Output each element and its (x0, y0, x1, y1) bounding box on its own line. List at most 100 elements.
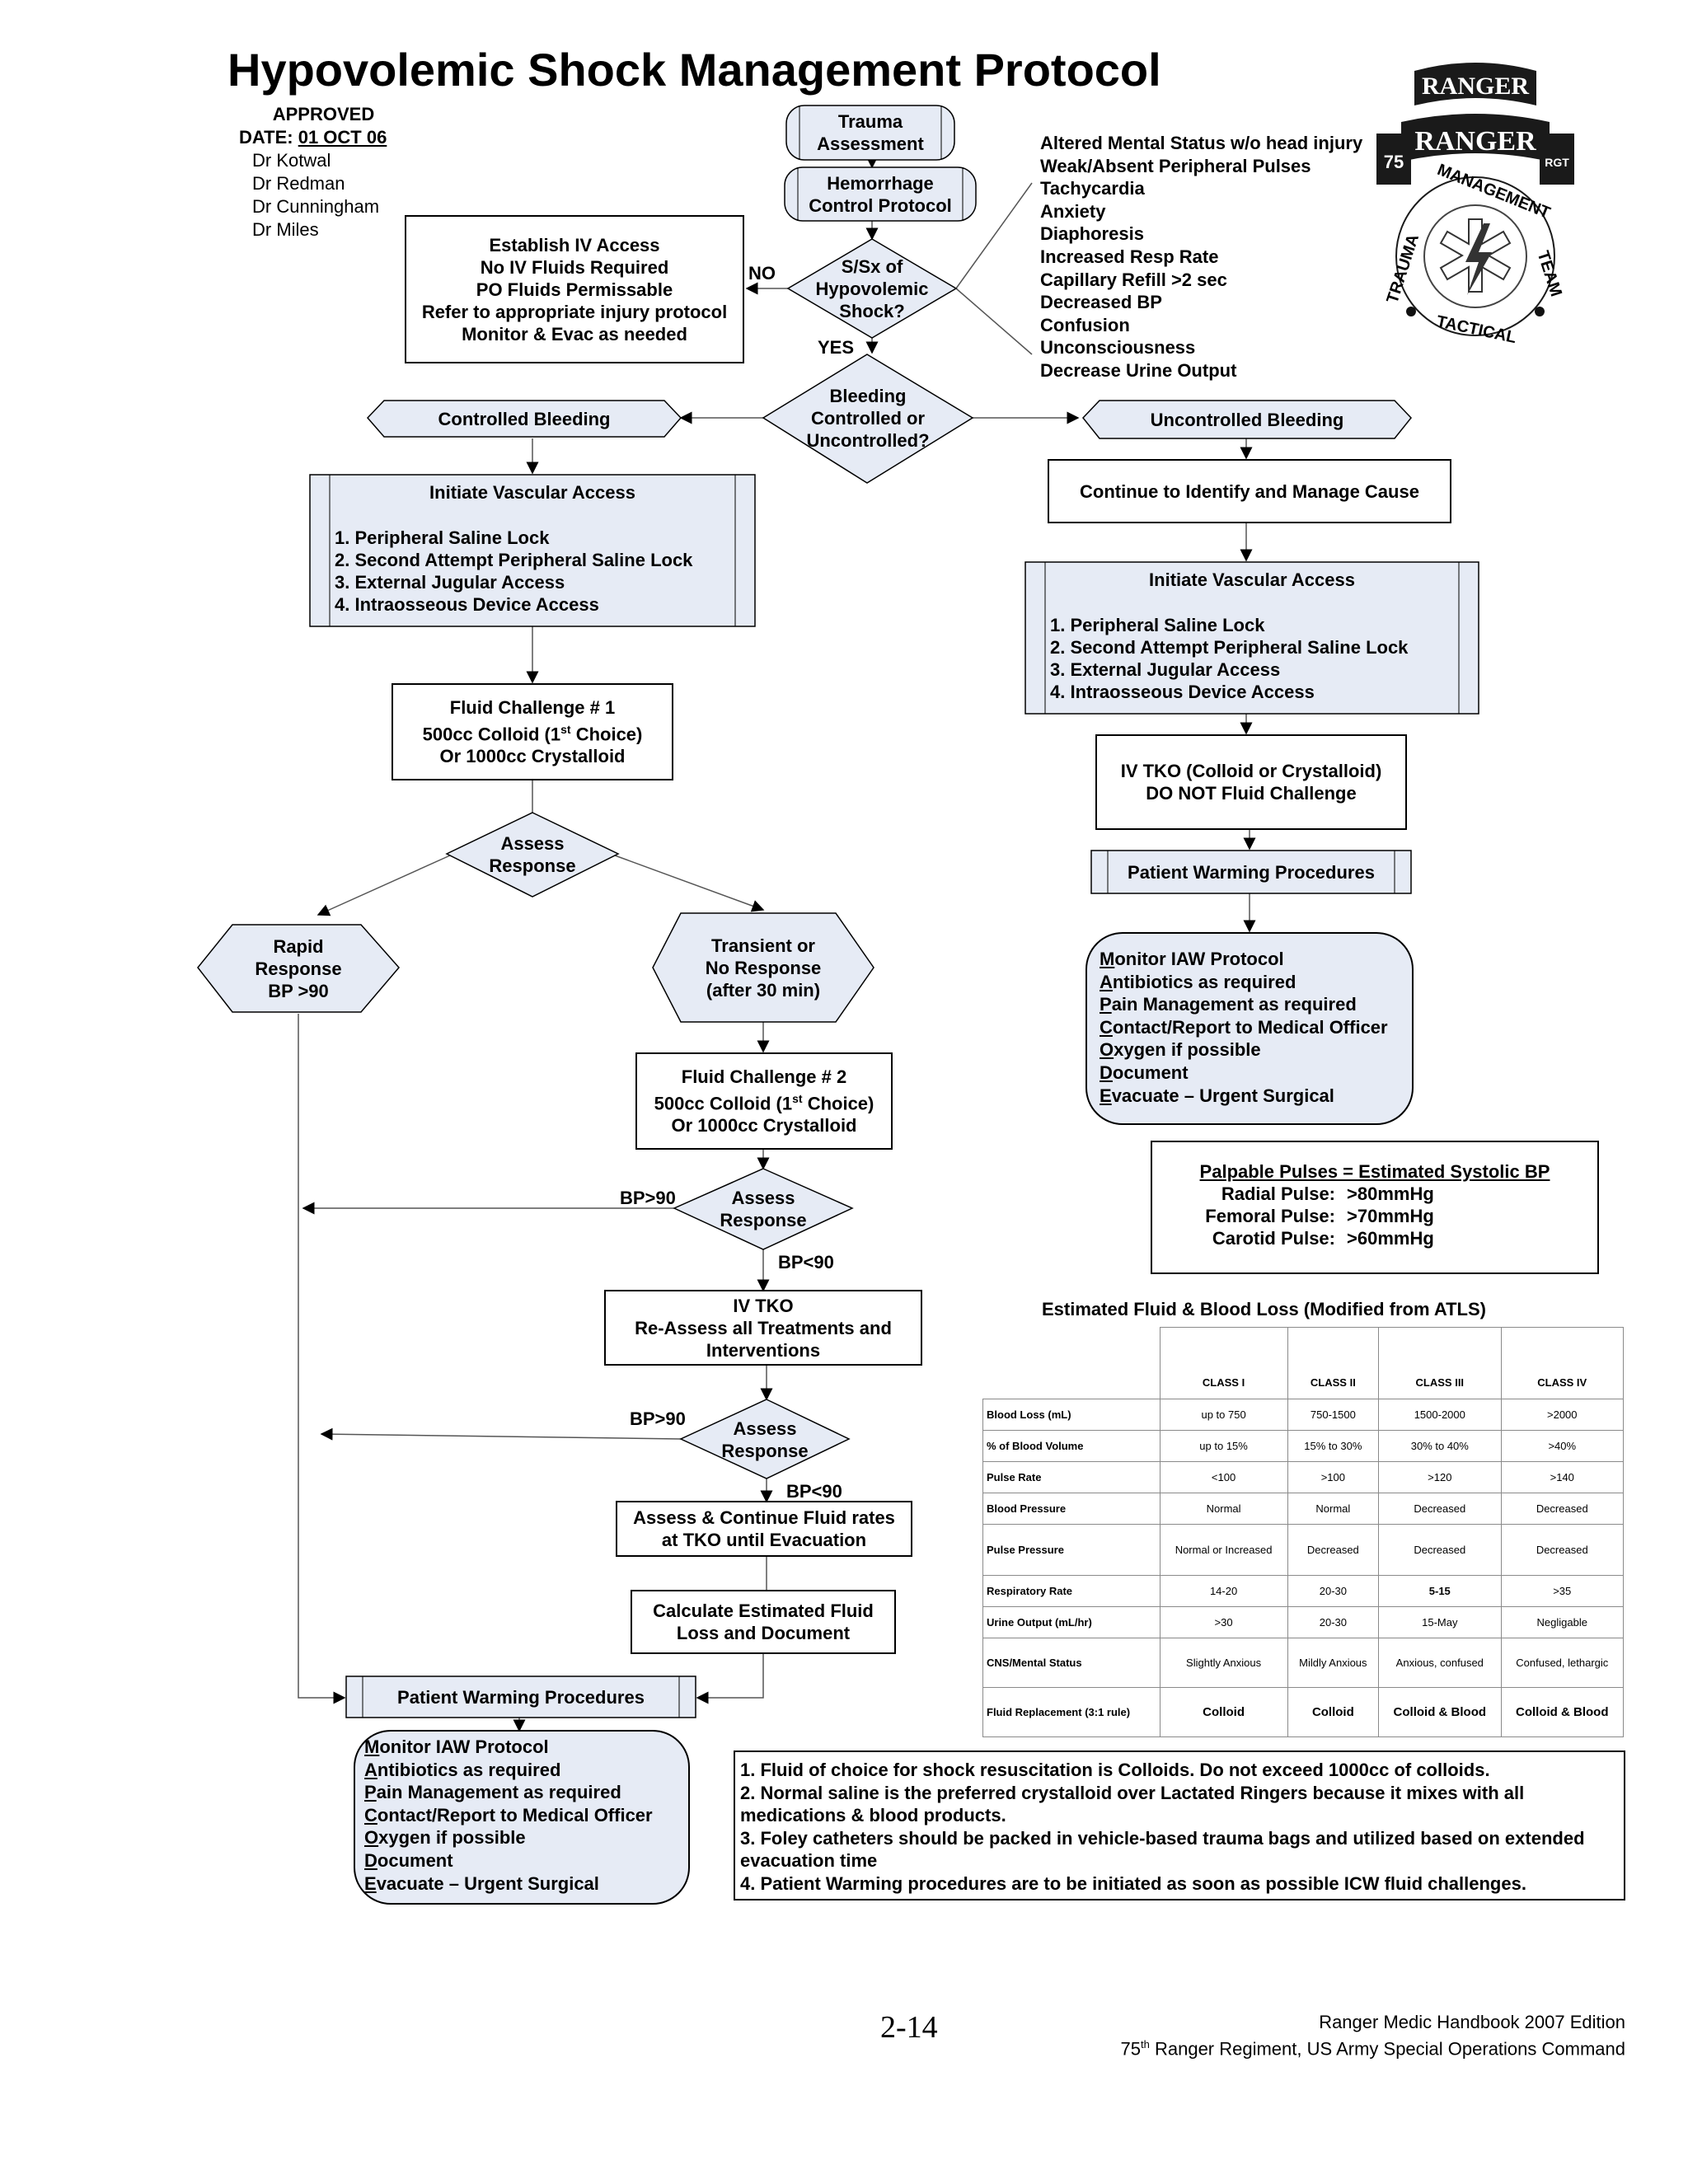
pulse-row: Femoral Pulse:>70mmHg (1152, 1205, 1597, 1227)
table-cell: Confused, lethargic (1500, 1638, 1625, 1688)
table-cell: 20-30 (1287, 1606, 1380, 1638)
table-cell: Respiratory Rate (982, 1575, 1160, 1607)
symptom-list: Altered Mental Status w/o head injury We… (1040, 132, 1362, 382)
logo-left-badge-text: 75 (1384, 152, 1404, 172)
logo-right-dot (1535, 307, 1545, 316)
fluid-challenge-2-box (635, 1052, 893, 1150)
vascular-access-box-left (309, 474, 756, 627)
step-item: 2. Second Attempt Peripheral Saline Lock (1050, 637, 1409, 658)
table-cell: 30% to 40% (1378, 1430, 1502, 1462)
uncontrolled-bleeding-node (1082, 400, 1412, 439)
node-text-line: Fluid Challenge # 1 (449, 696, 616, 718)
continue-identify-label: Continue to Identify and Manage Cause (1080, 480, 1419, 502)
no-branch-text: Establish IV Access No IV Fluids Require… (406, 216, 743, 363)
pulses-heading: Palpable Pulses = Estimated Systolic BP (1199, 1161, 1550, 1182)
table-cell: Decreased (1500, 1524, 1625, 1576)
symptom-item: Decrease Urine Output (1040, 359, 1237, 381)
mnemonic-letter: O (1100, 1039, 1114, 1061)
table-row: % of Blood Volume up to 15% 15% to 30% 3… (982, 1430, 1625, 1462)
rapid-response-label: Rapid Response BP >90 (198, 925, 399, 1012)
table-cell: Pulse Rate (982, 1461, 1160, 1493)
palpable-pulses-box: Palpable Pulses = Estimated Systolic BP … (1151, 1141, 1599, 1274)
table-row: Pulse Rate <100 >100 >120 >140 (982, 1461, 1625, 1493)
yes-label: YES (818, 337, 855, 358)
table-row: Urine Output (mL/hr) >30 20-30 15-May Ne… (982, 1606, 1625, 1638)
mnemonic-text: ntibiotics as required (377, 1759, 561, 1780)
note-item: 3. Foley catheters should be packed in v… (740, 1827, 1585, 1872)
logo-left-badge (1376, 134, 1411, 185)
page-number: 2-14 (880, 2010, 938, 2045)
text-part: 500cc Colloid (1 (654, 1093, 793, 1114)
rapid-response-node (197, 924, 400, 1013)
trauma-assessment-label: Trauma Assessment (786, 105, 954, 160)
patient-warming-right-node (1090, 850, 1412, 894)
mnemonic-item: Evacuate – Urgent Surgical (1100, 1085, 1388, 1108)
table-cell: Blood Loss (mL) (982, 1399, 1160, 1431)
table-cell: Urine Output (mL/hr) (982, 1606, 1160, 1638)
logo-top-scroll-text: RANGER (1422, 73, 1529, 100)
node-text-line: BP >90 (268, 980, 329, 1001)
table-cell: Colloid (1287, 1687, 1380, 1737)
assess-continue-text: Assess & Continue Fluid rates at TKO unt… (617, 1502, 912, 1556)
connector (316, 855, 451, 916)
calculate-loss-box (631, 1590, 896, 1654)
mnemonic-text: ain Management as required (376, 1782, 621, 1803)
footer-text: 75 (1120, 2038, 1142, 2060)
node-text-line: Uncontrolled? (806, 429, 930, 451)
assess-response-2-label: Assess Response (674, 1185, 852, 1233)
table-cell: >100 (1287, 1461, 1380, 1493)
node-text-line: Assess (731, 1188, 795, 1208)
node-text-line: Assess (733, 1418, 797, 1439)
assess-response-1-node (445, 812, 620, 898)
table-cell: >140 (1500, 1461, 1625, 1493)
node-text-line: Controlled or (810, 407, 926, 429)
mnemonic-letter: M (1100, 949, 1115, 969)
connector (955, 182, 1033, 289)
node-text-line: Bleeding (829, 385, 907, 406)
vascular-access-steps-right: 1. Peripheral Saline Lock 2. Second Atte… (1050, 614, 1408, 703)
transient-response-node (652, 912, 874, 1023)
table-cell: Pulse Pressure (982, 1524, 1160, 1576)
mnemonic-letter: D (364, 1849, 377, 1871)
bp-lt-90-label: BP<90 (786, 1481, 842, 1502)
mnemonic-letter: O (364, 1827, 379, 1849)
connector (320, 1427, 682, 1441)
connector (614, 855, 765, 912)
controlled-bleeding-label: Controlled Bleeding (438, 408, 611, 429)
transient-response-label: Transient or No Response (after 30 min) (653, 913, 874, 1022)
table-header-cell: CLASS IV (1500, 1327, 1625, 1399)
table-cell: Anxious, confused (1378, 1638, 1502, 1688)
table-cell: >30 (1159, 1606, 1288, 1638)
table-cell: up to 750 (1159, 1399, 1288, 1431)
mnemonic-item: Monitor IAW Protocol (1100, 948, 1388, 971)
approver: Dr Miles (252, 219, 319, 240)
logo-inner-ring (1423, 204, 1527, 308)
text-part: 500cc Colloid (1 (422, 724, 561, 745)
node-text-line: Control Protocol (809, 194, 952, 216)
mnemonic-item: Document (364, 1849, 653, 1872)
uncontrolled-bleeding-label: Uncontrolled Bleeding (1150, 409, 1344, 430)
mapcode-left-box (354, 1730, 690, 1905)
mnemonic-item: Monitor IAW Protocol (364, 1736, 653, 1759)
mnemonic-letter: E (1100, 1085, 1112, 1106)
mnemonic-item: Pain Management as required (1100, 993, 1388, 1016)
page-title: Hypovolemic Shock Management Protocol (227, 44, 1161, 96)
node-text-line: Loss and Document (676, 1623, 851, 1643)
pulse-row: Radial Pulse:>80mmHg (1152, 1183, 1597, 1205)
iv-tko-reassess-text: IV TKO Re-Assess all Treatments and Inte… (605, 1291, 921, 1365)
assess-response-3-label: Assess Response (681, 1416, 849, 1464)
node-text-line: Shock? (839, 300, 905, 321)
superscript: st (792, 1091, 803, 1105)
table-cell: >2000 (1500, 1399, 1625, 1431)
node-text-line: DO NOT Fluid Challenge (1146, 783, 1357, 804)
table-header-cell: CLASS II (1287, 1327, 1380, 1399)
symptom-item: Altered Mental Status w/o head injury (1040, 133, 1363, 153)
mapcode-left-list: Monitor IAW Protocol Antibiotics as requ… (364, 1736, 653, 1895)
node-text-line: Calculate Estimated Fluid (653, 1601, 874, 1621)
node-text-line: 500cc Colloid (1st Choice) (423, 719, 643, 745)
node-text-line: No IV Fluids Required (480, 256, 669, 278)
step-item: 3. External Jugular Access (1050, 659, 1281, 680)
table-row: Respiratory Rate 14-20 20-30 5-15 >35 (982, 1575, 1625, 1607)
mnemonic-text: ocument (377, 1849, 453, 1871)
text-part: Choice) (802, 1093, 874, 1114)
